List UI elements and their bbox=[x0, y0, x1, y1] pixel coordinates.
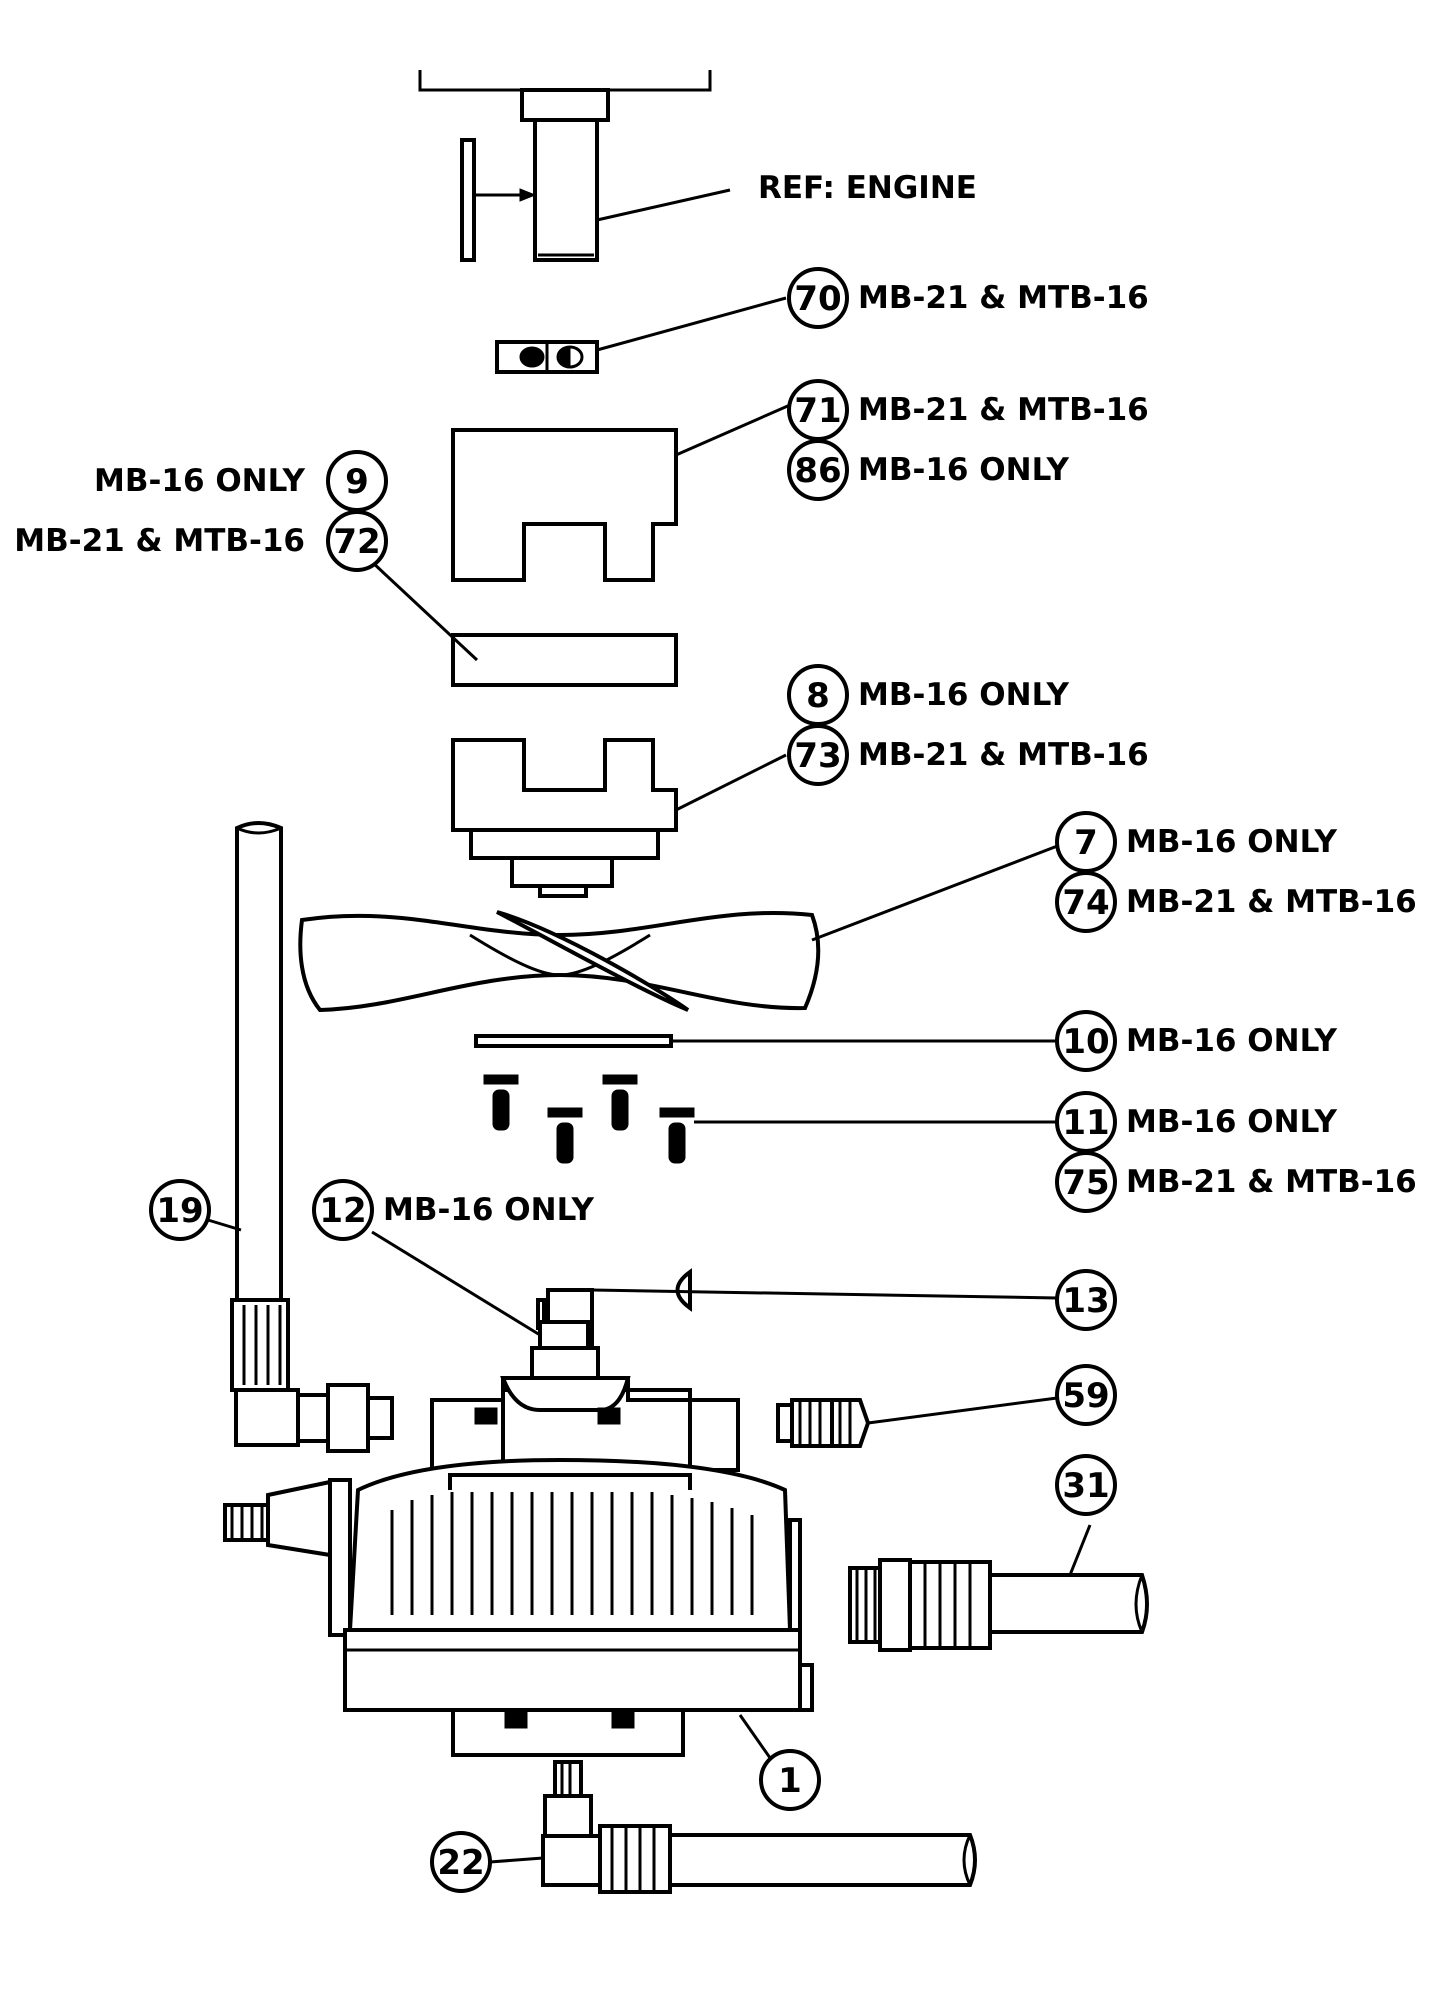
callout-70-number: 70 bbox=[794, 279, 841, 319]
callout-59-number: 59 bbox=[1062, 1376, 1109, 1416]
part-22-elbow-hose bbox=[489, 1760, 977, 1894]
part-59-fitting bbox=[776, 1396, 1058, 1448]
engine-reference: REF: ENGINE bbox=[418, 70, 977, 262]
callout-11-number: 11 bbox=[1062, 1103, 1109, 1143]
callout-19-number: 19 bbox=[156, 1191, 203, 1231]
callout-1-number: 1 bbox=[778, 1761, 802, 1801]
part-19-hose-assembly bbox=[207, 821, 394, 1453]
callout-75-note: MB-21 & MTB-16 bbox=[1126, 1164, 1417, 1200]
callout-75-number: 75 bbox=[1062, 1163, 1109, 1203]
callout-7: 7 MB-16 ONLY bbox=[1055, 811, 1337, 873]
callout-8-note: MB-16 ONLY bbox=[858, 677, 1069, 713]
callout-7-number: 7 bbox=[1074, 823, 1098, 863]
callout-10-number: 10 bbox=[1062, 1022, 1109, 1062]
callout-8-number: 8 bbox=[806, 676, 830, 716]
callout-12-number: 12 bbox=[319, 1191, 366, 1231]
callout-59: 59 bbox=[1055, 1364, 1117, 1426]
callout-10-note: MB-16 ONLY bbox=[1126, 1023, 1337, 1059]
callout-31-number: 31 bbox=[1062, 1466, 1109, 1506]
callout-9-note: MB-16 ONLY bbox=[94, 463, 305, 499]
callout-73-note: MB-21 & MTB-16 bbox=[858, 737, 1149, 773]
part-31-hose-assembly bbox=[848, 1524, 1149, 1652]
part-71-upper-coupling bbox=[451, 403, 791, 582]
callout-71: 71 MB-21 & MTB-16 bbox=[787, 379, 1149, 441]
part-74-fan-impeller bbox=[298, 843, 1061, 1013]
callout-11-note: MB-16 ONLY bbox=[1126, 1104, 1337, 1140]
callout-11: 11 MB-16 ONLY bbox=[1055, 1091, 1337, 1153]
callout-12: 12 MB-16 ONLY bbox=[312, 1179, 594, 1241]
part-1-pump-body bbox=[223, 1376, 814, 1766]
callout-31: 31 bbox=[1055, 1454, 1117, 1516]
ref-engine-label: REF: ENGINE bbox=[758, 170, 977, 206]
part-72-coupling-insert bbox=[370, 560, 678, 687]
callout-72: 72 MB-21 & MTB-16 bbox=[14, 510, 388, 572]
callout-70-note: MB-21 & MTB-16 bbox=[858, 280, 1149, 316]
callout-10: 10 MB-16 ONLY bbox=[1055, 1010, 1337, 1072]
callout-1: 1 bbox=[759, 1749, 821, 1811]
callout-13: 13 bbox=[1055, 1269, 1117, 1331]
callout-72-number: 72 bbox=[333, 522, 380, 562]
callout-72-note: MB-21 & MTB-16 bbox=[14, 523, 305, 559]
callout-7-note: MB-16 ONLY bbox=[1126, 824, 1337, 860]
callout-74-note: MB-21 & MTB-16 bbox=[1126, 884, 1417, 920]
callout-75: 75 MB-21 & MTB-16 bbox=[1055, 1151, 1417, 1213]
part-11-screws bbox=[483, 1074, 1057, 1164]
callout-22: 22 bbox=[430, 1831, 492, 1893]
callout-9-number: 9 bbox=[345, 462, 369, 502]
callout-73: 73 MB-21 & MTB-16 bbox=[787, 724, 1149, 786]
callout-86-note: MB-16 ONLY bbox=[858, 452, 1069, 488]
part-13-seal bbox=[591, 1268, 1058, 1312]
callout-73-number: 73 bbox=[794, 736, 841, 776]
callout-74: 74 MB-21 & MTB-16 bbox=[1055, 871, 1417, 933]
callout-86-number: 86 bbox=[794, 451, 841, 491]
callout-71-number: 71 bbox=[794, 391, 841, 431]
part-12-shaft-nut bbox=[371, 1230, 600, 1380]
part-70-key-plate bbox=[495, 296, 787, 374]
callout-19: 19 bbox=[149, 1179, 211, 1241]
part-73-lower-coupling bbox=[451, 738, 787, 898]
callout-13-number: 13 bbox=[1062, 1281, 1109, 1321]
callout-12-note: MB-16 ONLY bbox=[383, 1192, 594, 1228]
callout-9: 9 MB-16 ONLY bbox=[94, 450, 388, 512]
callout-22-number: 22 bbox=[437, 1843, 484, 1883]
callout-8: 8 MB-16 ONLY bbox=[787, 664, 1069, 726]
callout-71-note: MB-21 & MTB-16 bbox=[858, 392, 1149, 428]
part-10-washer bbox=[474, 1034, 1057, 1048]
callout-74-number: 74 bbox=[1062, 883, 1109, 923]
callout-70: 70 MB-21 & MTB-16 bbox=[787, 267, 1149, 329]
callout-86: 86 MB-16 ONLY bbox=[787, 439, 1069, 501]
